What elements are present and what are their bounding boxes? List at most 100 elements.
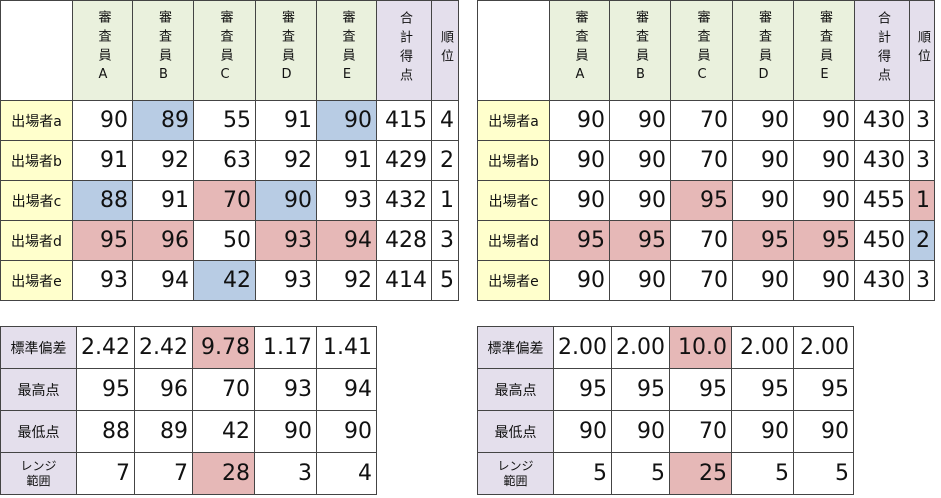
column-header[interactable]: 審査員D — [255, 0, 317, 101]
row-label[interactable]: 出場者e — [0, 260, 73, 301]
stats-cell[interactable]: 95 — [793, 368, 854, 411]
score-cell[interactable]: 3 — [909, 140, 935, 181]
score-cell[interactable]: 92 — [132, 140, 194, 181]
score-cell[interactable]: 430 — [854, 140, 910, 181]
score-cell[interactable]: 3 — [431, 220, 459, 261]
stats-cell[interactable]: 94 — [316, 368, 377, 411]
stats-cell[interactable]: 95 — [669, 368, 732, 411]
score-cell[interactable]: 2 — [431, 140, 459, 181]
score-cell[interactable]: 90 — [793, 180, 855, 221]
stats-cell[interactable]: 3 — [254, 452, 317, 495]
column-header[interactable]: 審査員A — [549, 0, 610, 101]
stats-label[interactable]: 最低点 — [0, 410, 77, 453]
score-cell[interactable]: 90 — [549, 100, 610, 141]
score-cell[interactable]: 70 — [670, 260, 733, 301]
row-label[interactable]: 出場者c — [477, 180, 550, 221]
score-cell[interactable]: 414 — [376, 260, 432, 301]
score-cell[interactable]: 455 — [854, 180, 910, 221]
stats-cell[interactable]: 95 — [553, 368, 612, 411]
stats-cell[interactable]: 5 — [553, 452, 612, 495]
stats-cell[interactable]: 2.00 — [611, 326, 670, 369]
score-cell[interactable]: 95 — [732, 220, 794, 261]
score-cell[interactable]: 70 — [670, 100, 733, 141]
column-header[interactable]: 審査員C — [670, 0, 733, 101]
score-cell[interactable]: 3 — [909, 100, 935, 141]
stats-cell[interactable]: 90 — [254, 410, 317, 453]
column-header[interactable]: 審査員B — [132, 0, 194, 101]
column-header[interactable]: 審査員B — [609, 0, 671, 101]
stats-label[interactable]: 最高点 — [0, 368, 77, 411]
score-cell[interactable]: 92 — [255, 140, 317, 181]
score-cell[interactable]: 90 — [732, 100, 794, 141]
stats-cell[interactable]: 88 — [76, 410, 135, 453]
score-cell[interactable]: 90 — [609, 180, 671, 221]
stats-cell[interactable]: 2.00 — [731, 326, 794, 369]
stats-label[interactable]: レンジ 範囲 — [477, 452, 554, 495]
score-cell[interactable]: 95 — [549, 220, 610, 261]
stats-cell[interactable]: 2.42 — [134, 326, 193, 369]
stats-cell[interactable]: 70 — [192, 368, 255, 411]
score-cell[interactable]: 91 — [132, 180, 194, 221]
score-cell[interactable]: 70 — [670, 220, 733, 261]
stats-cell[interactable]: 90 — [316, 410, 377, 453]
stats-label[interactable]: レンジ 範囲 — [0, 452, 77, 495]
score-cell[interactable]: 93 — [72, 260, 133, 301]
score-cell[interactable]: 63 — [193, 140, 256, 181]
column-header[interactable]: 審査員D — [732, 0, 794, 101]
stats-cell[interactable]: 10.0 — [669, 326, 732, 369]
column-header[interactable]: 合計得点 — [854, 0, 910, 101]
column-header[interactable]: 審査員A — [72, 0, 133, 101]
score-cell[interactable]: 42 — [193, 260, 256, 301]
stats-label[interactable]: 最高点 — [477, 368, 554, 411]
column-header[interactable]: 順位 — [431, 0, 459, 101]
stats-cell[interactable]: 2.00 — [553, 326, 612, 369]
stats-cell[interactable]: 1.41 — [316, 326, 377, 369]
stats-cell[interactable]: 28 — [192, 452, 255, 495]
stats-cell[interactable]: 95 — [611, 368, 670, 411]
score-cell[interactable]: 90 — [316, 100, 377, 141]
score-cell[interactable]: 3 — [909, 260, 935, 301]
stats-cell[interactable]: 2.42 — [76, 326, 135, 369]
score-cell[interactable]: 90 — [793, 140, 855, 181]
score-cell[interactable]: 91 — [316, 140, 377, 181]
score-cell[interactable]: 1 — [909, 180, 935, 221]
row-label[interactable]: 出場者c — [0, 180, 73, 221]
score-cell[interactable]: 90 — [732, 180, 794, 221]
stats-cell[interactable]: 5 — [793, 452, 854, 495]
stats-cell[interactable]: 90 — [553, 410, 612, 453]
stats-cell[interactable]: 7 — [134, 452, 193, 495]
row-label[interactable]: 出場者a — [477, 100, 550, 141]
score-cell[interactable]: 90 — [609, 100, 671, 141]
stats-label[interactable]: 最低点 — [477, 410, 554, 453]
row-label[interactable]: 出場者b — [477, 140, 550, 181]
score-cell[interactable]: 93 — [316, 180, 377, 221]
score-cell[interactable]: 96 — [132, 220, 194, 261]
score-cell[interactable]: 94 — [316, 220, 377, 261]
stats-cell[interactable]: 4 — [316, 452, 377, 495]
score-cell[interactable]: 70 — [670, 140, 733, 181]
score-cell[interactable]: 55 — [193, 100, 256, 141]
corner-cell[interactable] — [477, 0, 550, 101]
row-label[interactable]: 出場者d — [0, 220, 73, 261]
score-cell[interactable]: 70 — [193, 180, 256, 221]
column-header[interactable]: 順位 — [909, 0, 935, 101]
score-cell[interactable]: 429 — [376, 140, 432, 181]
score-cell[interactable]: 88 — [72, 180, 133, 221]
score-cell[interactable]: 90 — [255, 180, 317, 221]
score-cell[interactable]: 95 — [793, 220, 855, 261]
stats-cell[interactable]: 5 — [611, 452, 670, 495]
score-cell[interactable]: 1 — [431, 180, 459, 221]
row-label[interactable]: 出場者d — [477, 220, 550, 261]
stats-cell[interactable]: 90 — [731, 410, 794, 453]
stats-cell[interactable]: 96 — [134, 368, 193, 411]
row-label[interactable]: 出場者a — [0, 100, 73, 141]
score-cell[interactable]: 90 — [549, 140, 610, 181]
corner-cell[interactable] — [0, 0, 73, 101]
row-label[interactable]: 出場者b — [0, 140, 73, 181]
score-cell[interactable]: 91 — [255, 100, 317, 141]
score-cell[interactable]: 90 — [732, 260, 794, 301]
column-header[interactable]: 合計得点 — [376, 0, 432, 101]
stats-cell[interactable]: 25 — [669, 452, 732, 495]
score-cell[interactable]: 95 — [609, 220, 671, 261]
score-cell[interactable]: 90 — [549, 260, 610, 301]
